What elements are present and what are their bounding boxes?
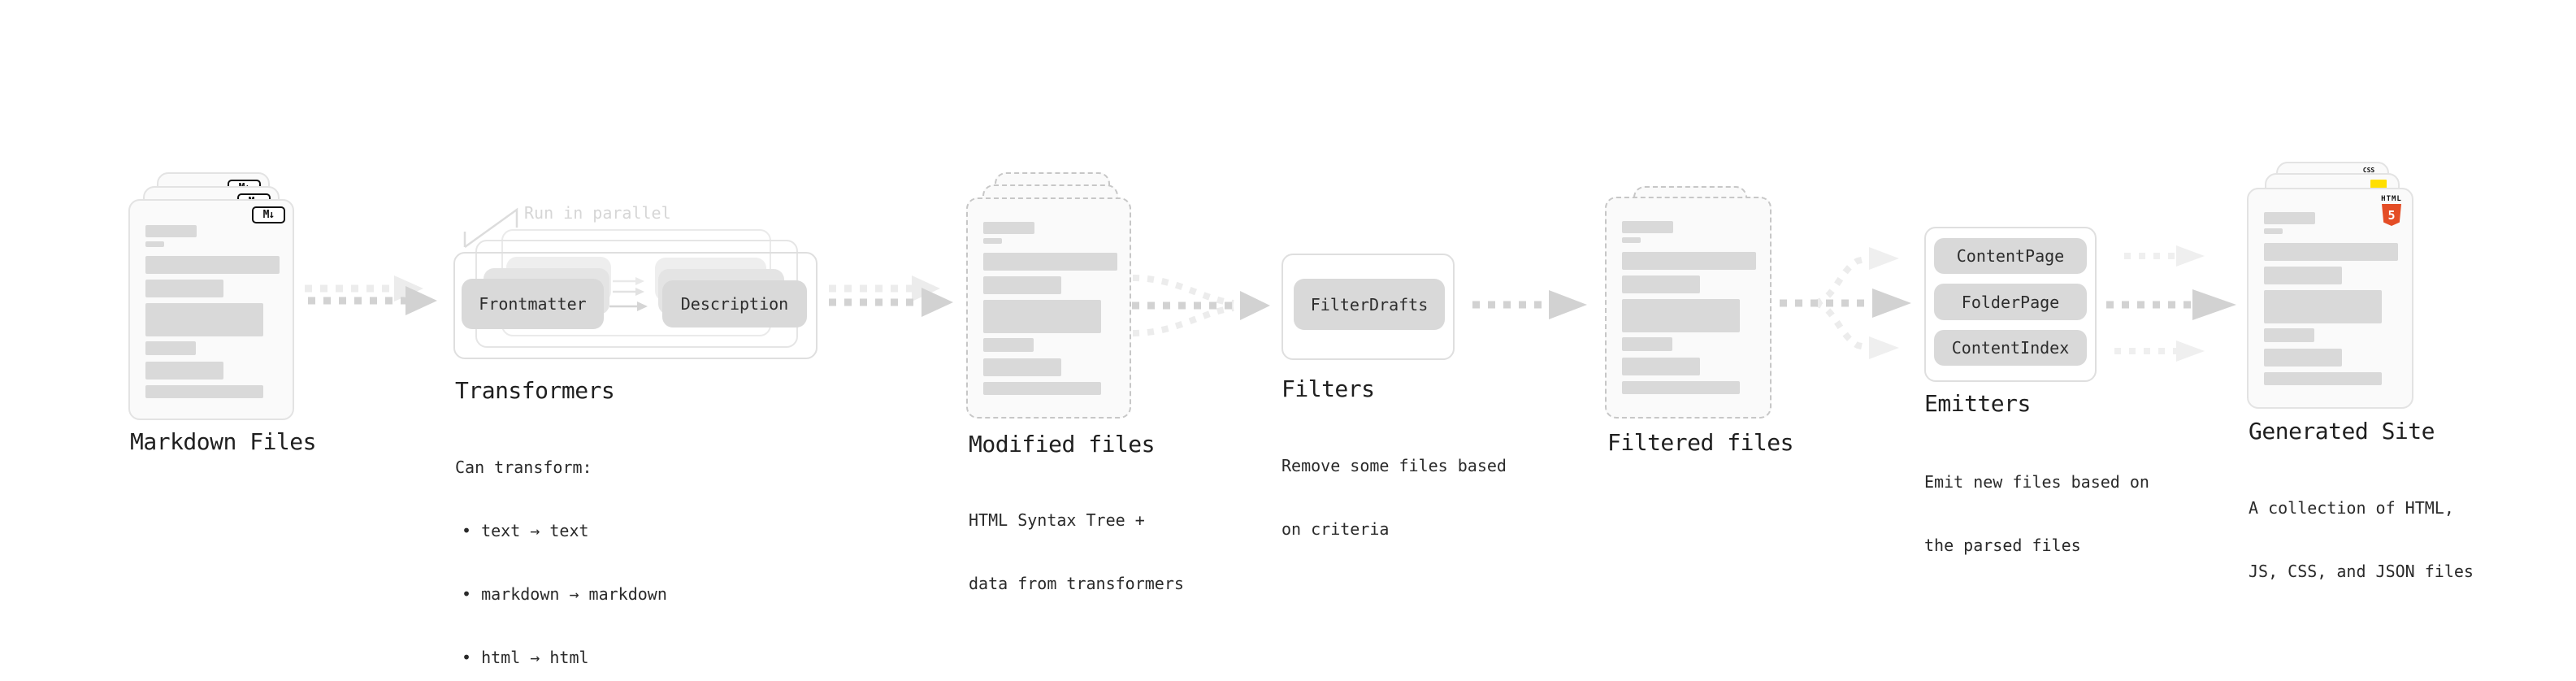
contentindex-pill: ContentIndex — [1934, 330, 2087, 366]
description-pill: Description — [662, 280, 807, 327]
stage-label-markdown-files: Markdown Files — [130, 428, 317, 455]
stage-label-transformers: Transformers — [455, 377, 615, 404]
description-line: Remove some files based — [1281, 456, 1507, 475]
stage-label-filtered-files: Filtered files — [1607, 429, 1794, 456]
description-line: on criteria — [1281, 519, 1390, 539]
run-in-parallel-annotation: Run in parallel — [524, 203, 671, 223]
description-line: HTML Syntax Tree + — [969, 510, 1145, 530]
html5-badge-shield: 5 — [2382, 204, 2401, 226]
stage-label-emitters: Emitters — [1924, 390, 2031, 417]
description-line: data from transformers — [969, 574, 1184, 593]
html5-badge-word: HTML — [2381, 195, 2402, 203]
description-line: JS, CSS, and JSON files — [2249, 562, 2474, 581]
folderpage-pill: FolderPage — [1934, 284, 2087, 320]
placeholder-text-lines — [2249, 189, 2412, 385]
js-icon — [2370, 180, 2387, 189]
parallel-arrows-icon — [609, 277, 648, 311]
transform-bullet: text → text — [462, 520, 667, 541]
annotation-leader-line — [463, 207, 518, 249]
description-line: Emit new files based on — [1924, 472, 2149, 492]
document-card-front — [966, 197, 1131, 419]
flow-arrow-filters-to-filtered — [1472, 290, 1587, 319]
stage-label-generated-site: Generated Site — [2249, 418, 2435, 445]
markdown-badge-text: M↓ — [262, 209, 275, 221]
document-card-front: M↓ — [128, 199, 294, 420]
flow-arrow-emitters-to-generated — [2106, 245, 2236, 362]
stage-label-filters: Filters — [1281, 375, 1375, 402]
flow-arrow-merge-into-filters — [1132, 275, 1270, 336]
transform-bullet: markdown → markdown — [462, 583, 667, 605]
document-card-front: HTML 5 — [2247, 188, 2413, 409]
emitters-description: Emit new files based on the parsed files — [1924, 429, 2149, 598]
emitters-box — [1924, 227, 2097, 382]
transformer-box-front — [453, 252, 817, 359]
transform-bullet: html → html — [462, 647, 667, 668]
flow-arrow-markdown-to-transformers — [305, 275, 437, 315]
can-transform-line: Can transform: — [455, 458, 592, 477]
markdown-icon: M↓ — [252, 206, 285, 223]
description-line: the parsed files — [1924, 536, 2081, 555]
contentpage-pill: ContentPage — [1934, 238, 2087, 274]
html5-icon: HTML 5 — [2381, 195, 2402, 226]
flow-arrow-transformers-to-modified — [829, 275, 953, 317]
filterdrafts-pill: FilterDrafts — [1294, 279, 1445, 330]
generated-site-description: A collection of HTML, JS, CSS, and JSON … — [2249, 455, 2474, 624]
modified-files-description: HTML Syntax Tree + data from transformer… — [969, 467, 1184, 636]
document-card-front — [1605, 197, 1772, 419]
frontmatter-pill: Frontmatter — [462, 279, 604, 329]
filters-box — [1281, 254, 1455, 360]
html5-badge-number: 5 — [2387, 207, 2396, 223]
placeholder-text-lines — [130, 201, 293, 398]
description-line: A collection of HTML, — [2249, 498, 2454, 518]
filters-description: Remove some files based on criteria — [1281, 413, 1507, 582]
stage-label-modified-files: Modified files — [969, 431, 1156, 458]
placeholder-text-lines — [968, 199, 1130, 395]
flow-arrow-split-into-emitters — [1780, 247, 1911, 359]
css-badge-text: CSS — [2362, 167, 2375, 174]
transformers-description: Can transform: text → text markdown → ma… — [455, 414, 667, 681]
placeholder-text-lines — [1607, 198, 1770, 394]
